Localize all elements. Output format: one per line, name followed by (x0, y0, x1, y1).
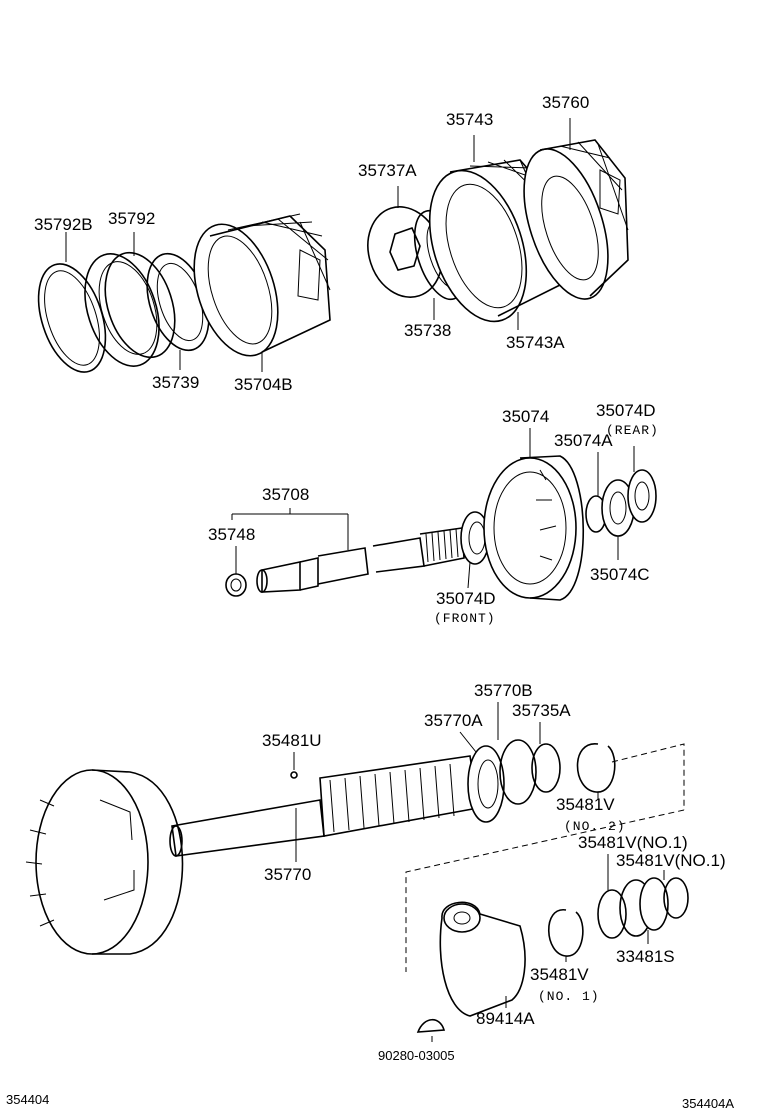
part-33481s-sleeve (597, 877, 689, 939)
note-no1: (NO. 1) (538, 989, 600, 1004)
diagram-code-left: 354404 (6, 1092, 49, 1107)
part-35792-race (84, 251, 176, 367)
label-33481s: 33481S (616, 947, 675, 966)
label-35743a: 35743A (506, 333, 565, 352)
label-35739: 35739 (152, 373, 199, 392)
diagram-code-right: 354404A (682, 1096, 734, 1111)
part-35074d-rear-bearing (601, 469, 657, 537)
label-35481v-no1-a: 35481V(NO.1) (578, 833, 688, 852)
part-89414a-housing (439, 901, 526, 1017)
part-35481v-no1-ring (547, 909, 584, 957)
label-35074: 35074 (502, 407, 549, 426)
note-no2: (NO. 2) (564, 819, 626, 834)
part-35748-washer (225, 573, 247, 597)
part-35770a-bearing (467, 745, 505, 823)
label-35735a: 35735A (512, 701, 571, 720)
label-35792: 35792 (108, 209, 155, 228)
label-35481v-no1-c: 35481V (530, 965, 589, 984)
part-35074-ring-gear (483, 455, 585, 601)
label-35481v-no2: 35481V (556, 795, 615, 814)
label-35708: 35708 (262, 485, 309, 504)
label-35481u: 35481U (262, 731, 322, 750)
part-35735a-ring (531, 743, 561, 793)
label-35792b: 35792B (34, 215, 93, 234)
part-35704b-carrier (193, 213, 331, 357)
label-35770: 35770 (264, 865, 311, 884)
note-front: (FRONT) (434, 611, 496, 626)
part-90280-key (416, 1018, 446, 1033)
part-35481v-no2-ring (576, 743, 616, 793)
dashed-bracket (405, 743, 685, 972)
label-35737a: 35737A (358, 161, 417, 180)
label-35704b: 35704B (234, 375, 293, 394)
note-rear: (REAR) (606, 423, 659, 438)
label-35748: 35748 (208, 525, 255, 544)
label-35770a: 35770A (424, 711, 483, 730)
label-35760: 35760 (542, 93, 589, 112)
label-35074a: 35074A (554, 431, 613, 450)
label-35481v-no1-b: 35481V(NO.1) (616, 851, 726, 870)
label-35770b: 35770B (474, 681, 533, 700)
label-35743: 35743 (446, 110, 493, 129)
part-35792b-ring (37, 263, 107, 373)
part-35760-hub (523, 139, 629, 300)
label-89414a: 89414A (476, 1009, 535, 1028)
part-35708-shaft (256, 527, 465, 593)
leader-lines (65, 118, 665, 1042)
part-35770-output-shaft (25, 755, 479, 955)
label-35074d-rear: 35074D (596, 401, 656, 420)
part-35770b-race (499, 739, 537, 805)
part-35481u-ball (290, 771, 298, 779)
label-35074c: 35074C (590, 565, 650, 584)
label-35074d-front: 35074D (436, 589, 496, 608)
label-90280-03005: 90280-03005 (378, 1048, 455, 1063)
label-35738: 35738 (404, 321, 451, 340)
